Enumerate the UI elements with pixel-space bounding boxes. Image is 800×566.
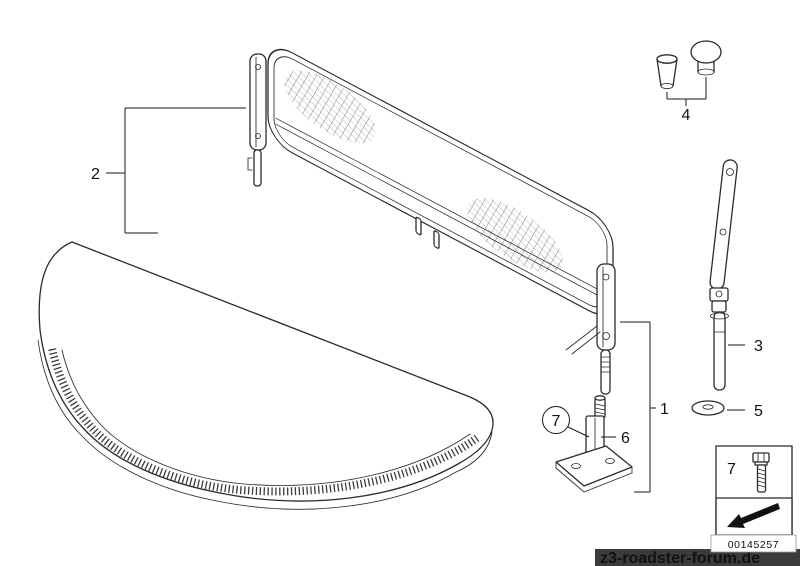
callout-7-leader	[567, 426, 590, 438]
right-latch-rivet-bottom	[602, 332, 610, 340]
locking-lever	[709, 159, 738, 391]
bracket-bolt-head	[594, 395, 606, 401]
panel-seam-line	[61, 349, 471, 486]
right-latch-rivet-top	[602, 273, 610, 281]
callout-1-label: 1	[660, 401, 669, 418]
right-latch-plate	[596, 263, 616, 351]
callout-3-label: 3	[754, 338, 763, 355]
bracket-bolt-threads	[594, 403, 606, 415]
lever-clevis	[709, 287, 729, 302]
right-latch-spring	[600, 356, 611, 373]
washer-part	[691, 400, 725, 416]
left-hinge	[247, 53, 267, 187]
wind-deflector-frame	[267, 48, 614, 315]
callout-labels: 2 4 3 5 1 6 7	[91, 107, 763, 447]
right-latch	[565, 263, 616, 395]
large-cap-base-bottom	[697, 68, 715, 76]
detail-box-7: 7	[715, 445, 793, 536]
callout-4-bracket	[666, 77, 707, 106]
callout-2-label: 2	[91, 166, 100, 183]
callout-7-circle	[542, 406, 570, 434]
small-cap-body	[656, 58, 678, 87]
boot-cover-panel	[37, 241, 494, 510]
bracket-flange-thickness	[555, 461, 633, 493]
bracket-flange	[555, 445, 633, 487]
lever-pin	[713, 311, 726, 391]
footer: z3-roadster-forum.de 00145257	[595, 534, 800, 566]
lever-hole-mid	[719, 228, 727, 236]
right-latch-support-arm	[565, 325, 601, 355]
washer-hole	[702, 404, 714, 410]
bracket-hole-right	[605, 458, 615, 464]
callout-2-bracket	[106, 107, 246, 234]
frame-lower-rail	[275, 117, 606, 300]
lever-strap	[709, 159, 738, 290]
callout-1-bracket	[620, 321, 656, 493]
callout-5-label: 5	[754, 403, 763, 420]
bolt-icon	[752, 452, 770, 493]
mesh-panel-right	[467, 198, 563, 273]
lever-joint	[711, 300, 727, 313]
small-cap-top	[656, 54, 678, 64]
left-hinge-rivet-top	[255, 64, 261, 70]
mounting-bracket	[555, 395, 633, 493]
watermark-text: z3-roadster-forum.de	[600, 550, 760, 566]
bolt-head	[752, 452, 770, 463]
lever-clevis-pin	[715, 290, 723, 298]
mesh-panel-left	[284, 70, 376, 144]
panel-outline	[38, 241, 494, 502]
small-cap-bottom	[660, 82, 674, 90]
left-hinge-pin	[253, 149, 262, 187]
left-hinge-rivet-bottom	[255, 133, 261, 139]
callout-6-label: 6	[621, 430, 630, 447]
lever-hole-top	[726, 168, 734, 176]
left-hinge-plate	[249, 53, 267, 151]
left-hinge-clip	[247, 157, 253, 171]
caps-part	[656, 40, 722, 90]
callout-lines	[106, 77, 745, 493]
bolt-head-facets	[757, 452, 765, 463]
panel-under-edge	[37, 339, 493, 510]
bolt-threads	[757, 468, 766, 488]
bracket-hole-left	[571, 463, 581, 469]
doc-number: 00145257	[728, 539, 780, 551]
doc-number-box	[710, 534, 797, 553]
large-cap-dome	[690, 40, 722, 64]
detail-7-label: 7	[727, 461, 736, 478]
washer-under-curve	[692, 410, 724, 416]
callout-4-label: 4	[682, 107, 691, 124]
callout-7-label: 7	[552, 413, 561, 430]
lever-pin-collar	[710, 312, 729, 320]
watermark-bar	[595, 549, 800, 566]
direction-arrow-icon	[727, 503, 780, 528]
frame-stud-left	[415, 216, 422, 236]
frame-stud-right	[433, 230, 440, 249]
